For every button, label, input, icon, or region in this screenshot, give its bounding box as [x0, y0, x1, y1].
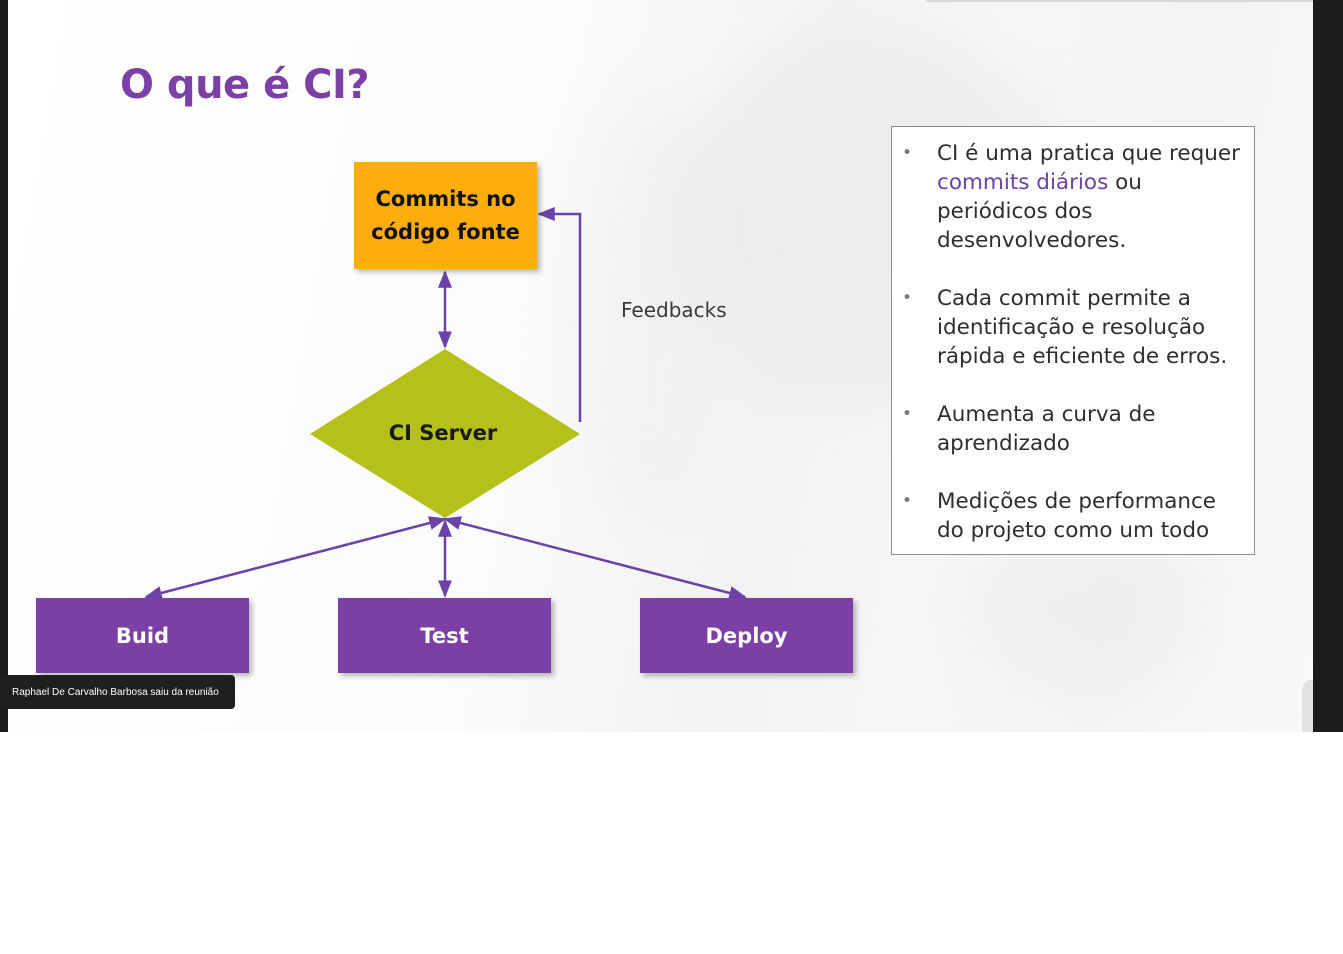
build-node-label: Buid	[115, 623, 170, 648]
ci-server-diamond	[310, 349, 580, 518]
shared-screen-viewer: O que é CI? Commits no código fonte CI S…	[0, 0, 1343, 732]
participant-left-notification: Raphael De Carvalho Barbosa saiu da reun…	[0, 675, 235, 709]
slide-top-strip	[926, 0, 1313, 2]
bullet-list: • CI é uma pratica que requer commits di…	[892, 127, 1254, 545]
feedback-arrow	[537, 207, 582, 422]
slide-title: O que é CI?	[120, 62, 370, 108]
test-node: Test	[338, 598, 551, 673]
empty-area	[0, 732, 1343, 954]
bullet-text: CI é uma pratica que requer	[937, 141, 1240, 166]
deploy-node: Deploy	[640, 598, 853, 673]
bullet-text: Medições de performance do projeto como …	[937, 489, 1217, 543]
ci-flow-diagram	[144, 207, 747, 600]
build-node: Buid	[36, 598, 249, 673]
slide-edge-element	[1302, 680, 1313, 732]
bullet-highlight: commits diários	[937, 170, 1109, 195]
bullet-item: • Medições de performance do projeto com…	[892, 487, 1244, 545]
viewer-right-border	[1313, 0, 1343, 732]
info-panel: • CI é uma pratica que requer commits di…	[891, 126, 1255, 555]
bullet-text: Cada commit permite a identificação e re…	[937, 286, 1228, 369]
ci-build-arrow	[144, 516, 447, 600]
feedbacks-label: Feedbacks	[621, 298, 727, 322]
commits-node-label: Commits no código fonte	[371, 186, 520, 244]
bullet-item: • Cada commit permite a identificação e …	[892, 284, 1244, 371]
bullet-dot-icon: •	[902, 143, 913, 163]
bullet-dot-icon: •	[902, 288, 913, 308]
deploy-node-label: Deploy	[705, 623, 788, 648]
bullet-text: Aumenta a curva de aprendizado	[937, 402, 1156, 456]
bullet-item: • CI é uma pratica que requer commits di…	[892, 139, 1244, 255]
bullet-text: ou periódicos dos desenvolvedores.	[937, 170, 1142, 253]
ci-server-label: CI Server	[388, 421, 498, 445]
ci-deploy-arrow	[443, 516, 747, 600]
bullet-item: • Aumenta a curva de aprendizado	[892, 400, 1244, 458]
bullet-dot-icon: •	[902, 491, 913, 511]
background-shape	[568, 80, 728, 540]
test-node-label: Test	[420, 623, 469, 648]
bullet-dot-icon: •	[902, 404, 913, 424]
presentation-slide: O que é CI? Commits no código fonte CI S…	[8, 0, 1313, 732]
notification-text: Raphael De Carvalho Barbosa saiu da reun…	[12, 686, 219, 698]
commits-node: Commits no código fonte	[354, 162, 537, 269]
